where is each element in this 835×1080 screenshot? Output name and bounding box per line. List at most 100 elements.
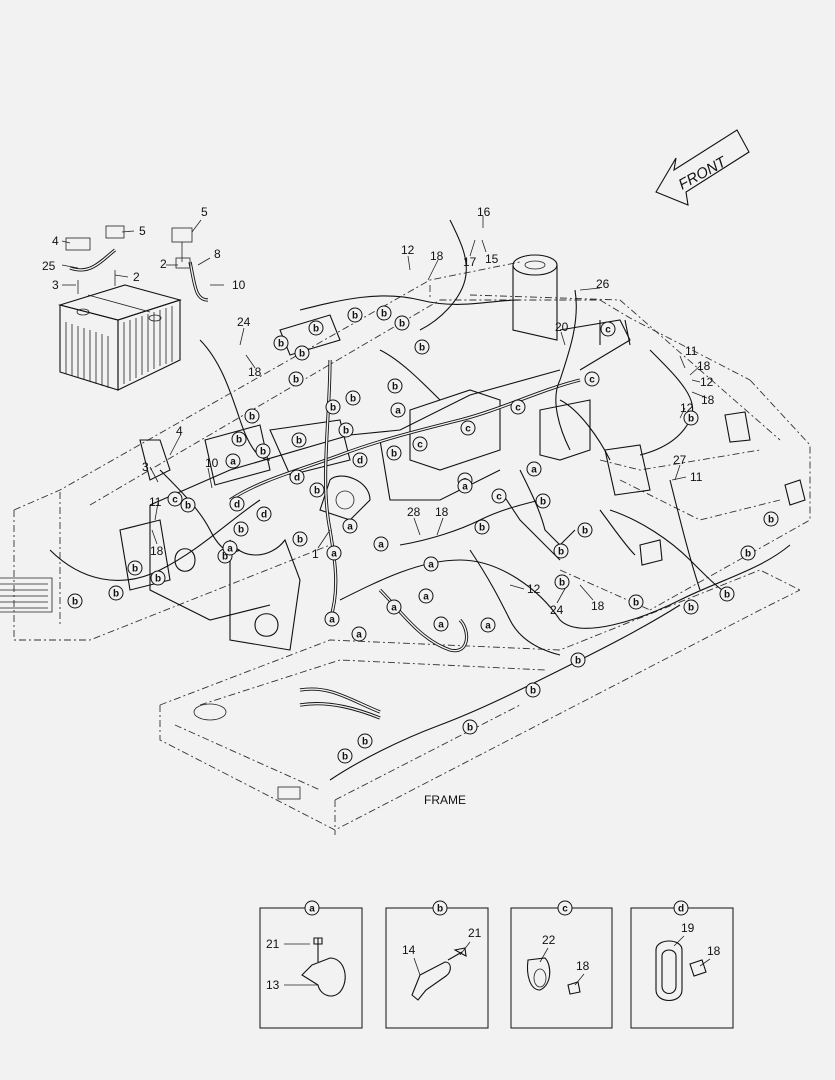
swing-frame-structure [119, 254, 806, 651]
callout-30: 24 [237, 315, 251, 329]
callout-0: 1 [312, 547, 319, 561]
detail-a-label-13: 13 [266, 978, 280, 992]
svg-text:b: b [260, 447, 266, 458]
callout-leaders [61, 216, 708, 604]
clip-marker-a: a [433, 616, 449, 632]
clip-marker-b: b [150, 570, 166, 586]
svg-text:b: b [249, 412, 255, 423]
clip-marker-b: b [127, 560, 143, 576]
battery-cables [65, 225, 209, 302]
upper-frame-outline [13, 261, 811, 641]
detail-box-d-key-text: d [678, 904, 684, 915]
detail-box-a: a 21 13 [259, 900, 363, 1029]
svg-text:b: b [362, 737, 368, 748]
clip-marker-a: a [225, 453, 241, 469]
callout-7: 5 [201, 205, 208, 219]
clip-marker-b: b [244, 408, 260, 424]
svg-text:a: a [347, 522, 353, 533]
clip-marker-b: b [386, 445, 402, 461]
callout-1: 2 [160, 257, 167, 271]
callout-2: 2 [133, 270, 140, 284]
callout-layer: 1223344558101011111112121212151617181818… [42, 205, 715, 617]
clip-marker-a: a [390, 402, 406, 418]
detail-b-label-21: 21 [468, 926, 482, 940]
detail-c-label-22: 22 [542, 933, 556, 947]
frame-label: FRAME [424, 793, 466, 807]
svg-text:c: c [589, 375, 595, 386]
svg-text:d: d [357, 456, 363, 467]
svg-text:b: b [724, 590, 730, 601]
clip-marker-b: b [740, 545, 756, 561]
clip-marker-b: b [414, 339, 430, 355]
svg-text:a: a [378, 540, 384, 551]
callout-10: 10 [232, 278, 246, 292]
svg-text:b: b [467, 723, 473, 734]
callout-16: 12 [700, 375, 714, 389]
clip-marker-b: b [683, 599, 699, 615]
clip-marker-b: b [347, 307, 363, 323]
front-arrow: FRONT [655, 129, 750, 206]
callout-13: 11 [690, 470, 703, 484]
svg-text:a: a [227, 544, 233, 555]
clip-marker-a: a [457, 478, 473, 494]
clip-marker-a: a [373, 536, 389, 552]
svg-text:b: b [352, 311, 358, 322]
callout-17: 12 [527, 582, 541, 596]
svg-text:b: b [297, 535, 303, 546]
svg-text:b: b [132, 564, 138, 575]
svg-text:a: a [438, 620, 444, 631]
clip-marker-b: b [628, 594, 644, 610]
clip-marker-b: b [387, 378, 403, 394]
callout-15: 12 [401, 243, 415, 257]
svg-text:c: c [465, 424, 471, 435]
svg-text:b: b [185, 501, 191, 512]
clip-marker-b: b [474, 519, 490, 535]
clip-marker-c: c [491, 488, 507, 504]
callout-12: 11 [149, 495, 162, 509]
detail-box-b-key: b [432, 900, 448, 916]
svg-text:b: b [745, 549, 751, 560]
svg-text:a: a [462, 482, 468, 493]
clip-marker-b: b [577, 522, 593, 538]
svg-text:b: b [238, 525, 244, 536]
clip-marker-b: b [719, 586, 735, 602]
svg-text:a: a [485, 621, 491, 632]
svg-text:a: a [356, 630, 362, 641]
svg-text:a: a [331, 549, 337, 560]
clip-marker-a: a [480, 617, 496, 633]
svg-text:c: c [605, 325, 611, 336]
svg-text:b: b [479, 523, 485, 534]
clip-marker-c: c [412, 436, 428, 452]
svg-text:b: b [155, 574, 161, 585]
callout-29: 20 [555, 320, 569, 334]
clip-marker-b: b [308, 320, 324, 336]
svg-text:b: b [314, 486, 320, 497]
svg-text:b: b [381, 309, 387, 320]
svg-text:a: a [531, 465, 537, 476]
detail-box-c: c 22 18 [510, 900, 613, 1029]
svg-text:b: b [330, 403, 336, 414]
svg-text:b: b [342, 752, 348, 763]
clip-marker-b: b [233, 521, 249, 537]
svg-text:b: b [299, 349, 305, 360]
clip-marker-c: c [600, 321, 616, 337]
clip-marker-b: b [337, 748, 353, 764]
clip-marker-a: a [423, 556, 439, 572]
clip-marker-b: b [376, 305, 392, 321]
clip-marker-b: b [763, 511, 779, 527]
callout-23: 18 [248, 365, 262, 379]
svg-text:b: b [575, 656, 581, 667]
svg-text:c: c [172, 495, 178, 506]
clip-marker-a: a [386, 599, 402, 615]
svg-text:b: b [72, 597, 78, 608]
callout-11: 10 [205, 456, 219, 470]
svg-text:d: d [234, 500, 240, 511]
clip-marker-b: b [525, 682, 541, 698]
clip-marker-d: d [256, 506, 272, 522]
callout-26: 18 [591, 599, 605, 613]
svg-text:b: b [391, 449, 397, 460]
battery-pack [57, 284, 182, 391]
detail-box-a-key-text: a [309, 904, 315, 915]
clip-marker-b: b [180, 497, 196, 513]
clip-marker-b: b [338, 422, 354, 438]
